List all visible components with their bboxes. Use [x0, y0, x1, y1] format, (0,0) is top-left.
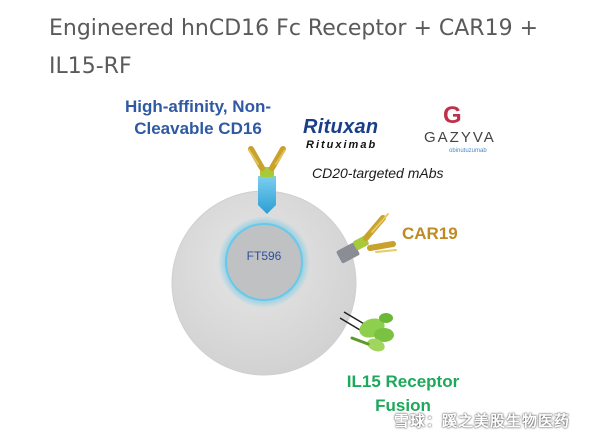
rituxan-logo: Rituxan: [303, 116, 379, 138]
il15-receptor-fusion-icon: [339, 311, 394, 352]
gazyva-logo-icon: G: [443, 102, 462, 129]
watermark: 雪球：蹊之美股生物医药: [394, 413, 571, 430]
nucleus: [225, 223, 303, 301]
page-title: Engineered hnCD16 Fc Receptor + CAR19 + …: [49, 16, 539, 79]
car19-label: CAR19: [402, 224, 458, 243]
cd16-label: High-affinity, Non-Cleavable CD16: [124, 97, 272, 138]
rituximab-text: Rituximab: [306, 139, 378, 151]
il15-label: IL15 Receptor Fusion: [346, 372, 460, 415]
car19-receptor-icon: [336, 213, 397, 264]
gazyva-subtitle: obinutuzumab: [449, 148, 487, 154]
cell-label: FT596: [246, 249, 282, 263]
cd16-receptor-icon: [248, 146, 286, 214]
gazyva-logo: GAZYVA: [424, 129, 496, 146]
mabs-caption: CD20-targeted mAbs: [312, 165, 444, 181]
